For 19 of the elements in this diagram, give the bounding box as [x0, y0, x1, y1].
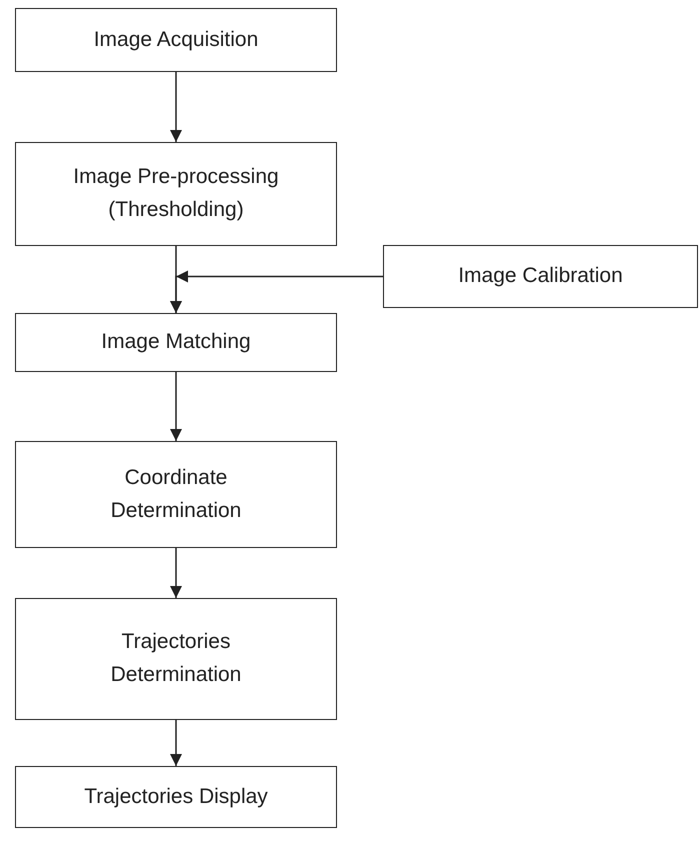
process-box	[15, 441, 337, 548]
box-label: Image Acquisition	[94, 26, 258, 53]
box-label: Coordinate Determination	[110, 464, 242, 524]
arrow	[170, 720, 182, 766]
box-label: Image Pre-processing (Thresholding)	[72, 164, 280, 223]
process-box	[15, 8, 337, 72]
process-box	[15, 598, 337, 720]
box-label: Image Calibration	[458, 263, 623, 290]
process-box	[383, 245, 698, 308]
arrow	[170, 270, 383, 313]
box-label: Trajectories Determination	[110, 629, 242, 688]
process-box	[15, 142, 337, 246]
arrow	[170, 548, 182, 598]
box-label: Image Matching	[101, 329, 251, 356]
process-box	[15, 766, 337, 828]
process-box	[15, 313, 337, 372]
arrow	[170, 72, 182, 142]
arrow	[170, 372, 182, 441]
box-label: Trajectories Display	[84, 784, 268, 810]
